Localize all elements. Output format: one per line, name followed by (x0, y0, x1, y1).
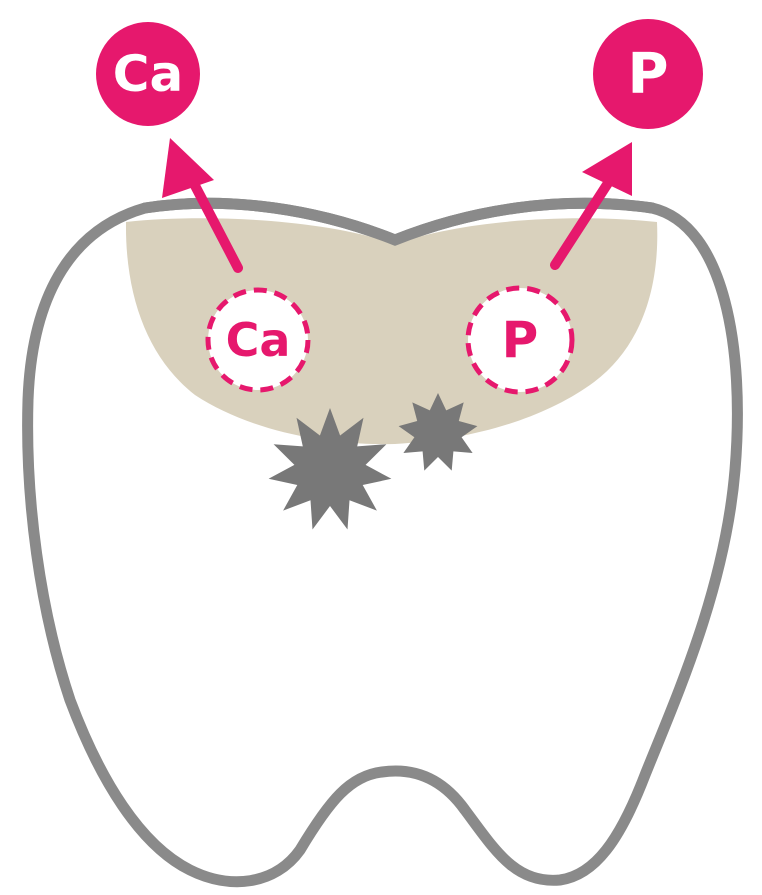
released-ion-p: P (593, 19, 703, 129)
enamel-ion-ca-label: Ca (226, 313, 291, 367)
arrow-left-head (162, 138, 214, 198)
enamel-ion-ca: Ca (208, 290, 308, 390)
enamel-ion-p-label: P (502, 311, 539, 369)
released-ion-ca-label: Ca (113, 45, 183, 103)
released-ion-ca: Ca (96, 22, 200, 126)
released-ion-p-label: P (627, 42, 668, 107)
enamel-ion-p: P (468, 288, 572, 392)
